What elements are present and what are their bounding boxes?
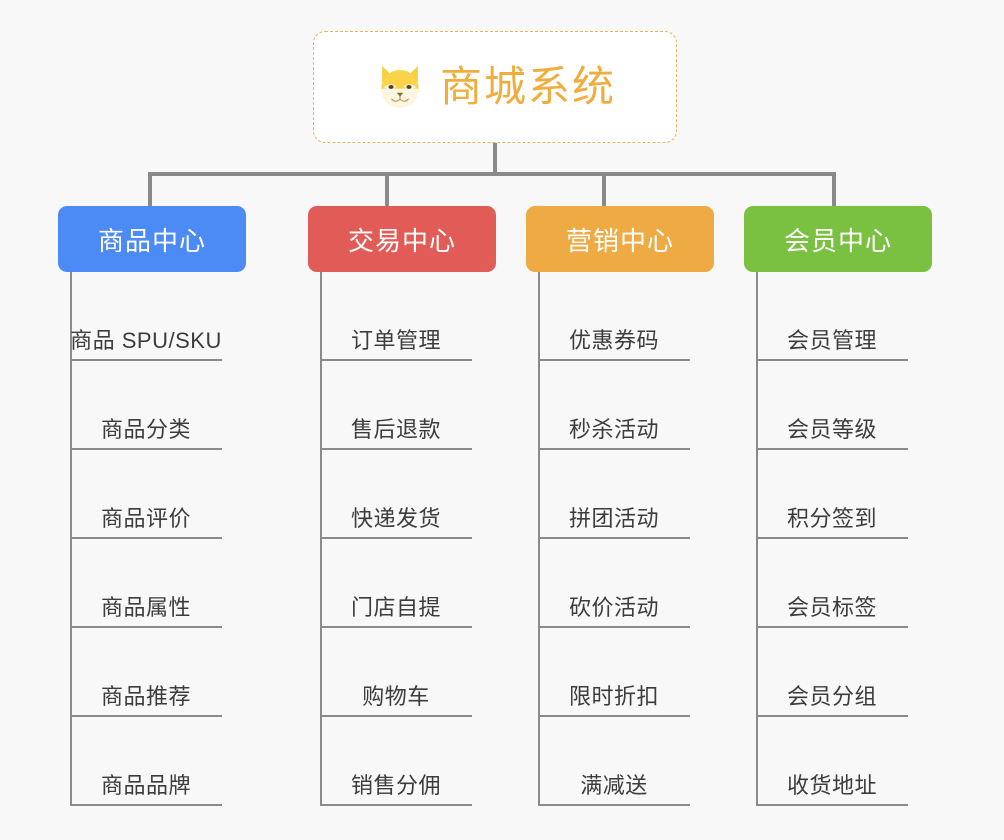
leaf-label: 销售分佣 (350, 773, 441, 798)
leaf-item[interactable]: 限时折扣 (538, 628, 690, 717)
leaf-label: 积分签到 (786, 506, 877, 531)
leaf-item[interactable]: 会员标签 (756, 539, 908, 628)
leaf-label: 会员管理 (786, 328, 877, 353)
leaf-item[interactable]: 会员等级 (756, 361, 908, 450)
leaf-item[interactable]: 商品推荐 (70, 628, 222, 717)
branch-header-3[interactable]: 营销中心 (526, 206, 714, 272)
leaf-label: 商品品牌 (100, 773, 191, 798)
leaf-label: 砍价活动 (568, 595, 659, 620)
leaf-item[interactable]: 商品分类 (70, 361, 222, 450)
root-node[interactable]: 商城系统 (313, 31, 677, 143)
branch-column-4: 会员中心 会员管理 会员等级 积分签到 会员标签 会员分组 收货地址 (744, 206, 964, 806)
leaf-label: 快递发货 (350, 506, 441, 531)
branch-column-1: 商品中心 商品 SPU/SKU 商品分类 商品评价 商品属性 商品推荐 商品品牌 (58, 206, 278, 806)
leaf-item[interactable]: 快递发货 (320, 450, 472, 539)
leaf-label: 满减送 (580, 773, 648, 798)
leaf-item[interactable]: 商品品牌 (70, 717, 222, 806)
connector-drop-1 (148, 172, 152, 206)
root-title: 商城系统 (439, 63, 616, 110)
leaf-list-1: 商品 SPU/SKU 商品分类 商品评价 商品属性 商品推荐 商品品牌 (58, 272, 278, 806)
leaf-label: 购物车 (362, 684, 430, 709)
leaf-label: 秒杀活动 (568, 417, 659, 442)
branch-header-label-4: 会员中心 (783, 225, 892, 256)
leaf-item[interactable]: 秒杀活动 (538, 361, 690, 450)
connector-root-stem (493, 143, 497, 175)
leaf-item[interactable]: 满减送 (538, 717, 690, 806)
branch-column-3: 营销中心 优惠券码 秒杀活动 拼团活动 砍价活动 限时折扣 满减送 (526, 206, 746, 806)
leaf-label: 商品 SPU/SKU (70, 328, 222, 353)
connector-horizontal-bar (148, 172, 836, 176)
leaf-list-4: 会员管理 会员等级 积分签到 会员标签 会员分组 收货地址 (744, 272, 964, 806)
branch-spine-1 (70, 272, 72, 806)
leaf-label: 商品属性 (100, 595, 191, 620)
branch-spine-2 (320, 272, 322, 806)
leaf-label: 会员标签 (786, 595, 877, 620)
leaf-label: 商品评价 (100, 506, 191, 531)
leaf-item[interactable]: 门店自提 (320, 539, 472, 628)
leaf-label: 拼团活动 (568, 506, 659, 531)
branch-spine-3 (538, 272, 540, 806)
branch-column-2: 交易中心 订单管理 售后退款 快递发货 门店自提 购物车 销售分佣 (308, 206, 528, 806)
leaf-item[interactable]: 订单管理 (320, 272, 472, 361)
leaf-item[interactable]: 优惠券码 (538, 272, 690, 361)
leaf-item[interactable]: 收货地址 (756, 717, 908, 806)
leaf-item[interactable]: 销售分佣 (320, 717, 472, 806)
branch-header-2[interactable]: 交易中心 (308, 206, 496, 272)
leaf-label: 限时折扣 (568, 684, 659, 709)
leaf-item[interactable]: 拼团活动 (538, 450, 690, 539)
branch-header-label-1: 商品中心 (97, 225, 206, 256)
leaf-item[interactable]: 会员管理 (756, 272, 908, 361)
branch-header-label-3: 营销中心 (565, 225, 674, 256)
leaf-label: 售后退款 (350, 417, 441, 442)
connector-drop-4 (832, 172, 836, 206)
leaf-item[interactable]: 商品 SPU/SKU (70, 272, 222, 361)
leaf-label: 订单管理 (350, 328, 441, 353)
leaf-label: 会员分组 (786, 684, 877, 709)
branch-header-4[interactable]: 会员中心 (744, 206, 932, 272)
leaf-item[interactable]: 砍价活动 (538, 539, 690, 628)
leaf-item[interactable]: 售后退款 (320, 361, 472, 450)
leaf-list-2: 订单管理 售后退款 快递发货 门店自提 购物车 销售分佣 (308, 272, 528, 806)
leaf-label: 商品分类 (100, 417, 191, 442)
branch-header-label-2: 交易中心 (347, 225, 456, 256)
branch-header-1[interactable]: 商品中心 (58, 206, 246, 272)
branch-spine-4 (756, 272, 758, 806)
leaf-item[interactable]: 会员分组 (756, 628, 908, 717)
leaf-list-3: 优惠券码 秒杀活动 拼团活动 砍价活动 限时折扣 满减送 (526, 272, 746, 806)
leaf-item[interactable]: 商品属性 (70, 539, 222, 628)
leaf-label: 商品推荐 (100, 684, 191, 709)
leaf-item[interactable]: 购物车 (320, 628, 472, 717)
shiba-dog-face-icon (381, 65, 419, 108)
leaf-label: 门店自提 (350, 595, 441, 620)
leaf-label: 优惠券码 (568, 328, 659, 353)
leaf-label: 会员等级 (786, 417, 877, 442)
leaf-label: 收货地址 (786, 773, 877, 798)
connector-drop-3 (602, 172, 606, 206)
leaf-item[interactable]: 积分签到 (756, 450, 908, 539)
connector-drop-2 (385, 172, 389, 206)
leaf-item[interactable]: 商品评价 (70, 450, 222, 539)
